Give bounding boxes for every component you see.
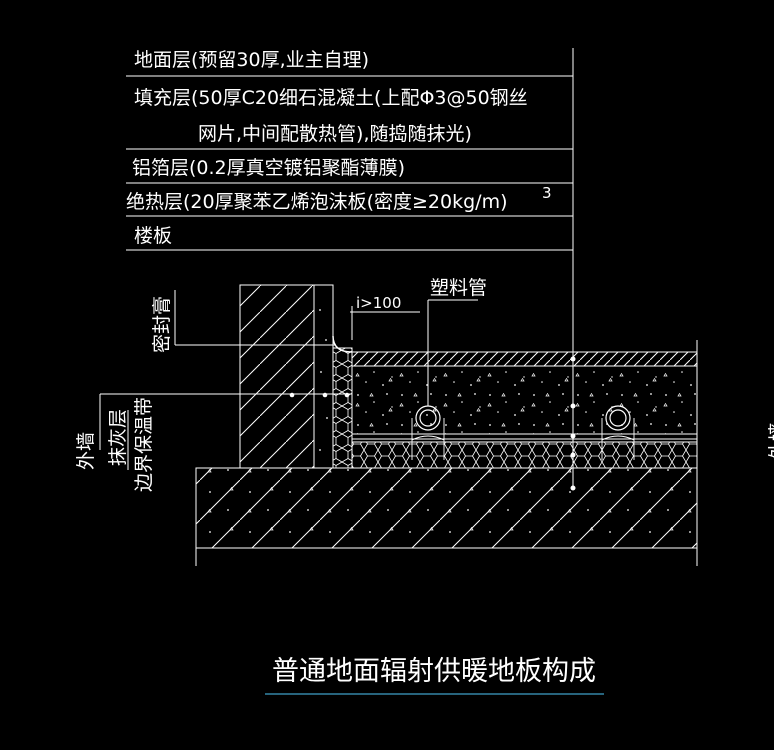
layer-labels: 地面层(预留30厚,业主自理) 填充层(50厚C20细石混凝土(上配Φ3@50钢… [126, 49, 552, 247]
edge-insulation-strip [332, 347, 353, 469]
layer-label-foil: 铝箔层(0.2厚真空镀铝聚酯薄膜) [132, 157, 405, 179]
wall-leader-dots [289, 392, 350, 398]
sealant-bead [332, 335, 353, 353]
edge-insulation-label: 边界保温带 [133, 397, 155, 492]
layer-label-insulation: 绝热层(20厚聚苯乙烯泡沫板(密度≥20kg/m) [126, 191, 508, 213]
superscript-three: 3 [542, 184, 552, 202]
insulation-board-layer [351, 441, 698, 469]
drawing-title: 普通地面辐射供暖地板构成 [272, 656, 596, 687]
sealant-label: 密封膏 [150, 296, 173, 353]
sealant-leader [174, 290, 336, 346]
pipe-label: 塑料管 [430, 277, 487, 299]
outer-wall-label: 外墙 [75, 432, 97, 470]
layer-label-fill-cont: 网片,中间配散热管),随捣随抹光) [198, 123, 472, 145]
plaster-layer [313, 284, 334, 469]
plaster-label: 抹灰层 [107, 409, 129, 466]
layer-label-fill: 填充层(50厚C20细石混凝土(上配Φ3@50钢丝 [134, 87, 528, 109]
gap-dimension [350, 306, 420, 340]
outer-wall [239, 284, 315, 469]
layer-label-slab: 楼板 [134, 225, 172, 247]
heating-pipe-right [601, 405, 635, 460]
layer-label-floor: 地面层(预留30厚,业主自理) [134, 49, 369, 71]
fill-concrete-layer [351, 365, 698, 435]
pipe-leader [427, 299, 478, 406]
layer-leader [570, 356, 576, 491]
heating-pipe-left [411, 405, 445, 460]
floor-slab [195, 340, 698, 566]
floor-surface-layer [351, 351, 698, 367]
gap-label: i>100 [356, 294, 401, 312]
layer-legend [126, 48, 574, 357]
wall-leader [99, 393, 352, 450]
aluminum-foil-layer [352, 433, 697, 440]
right-edge-label: 外墙 [767, 422, 774, 460]
